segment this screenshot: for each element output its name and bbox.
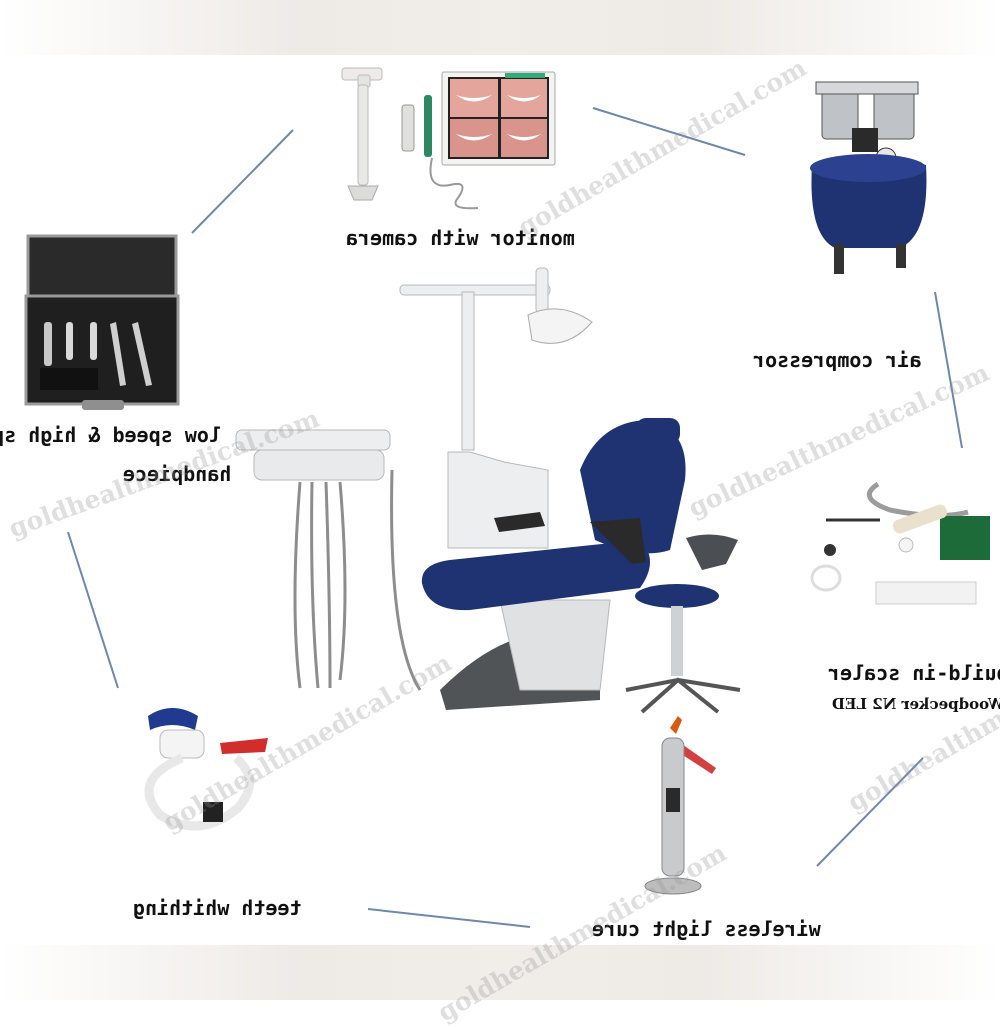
connector-line (934, 291, 963, 449)
air-compressor-label: air compressor (753, 348, 922, 372)
scaler-label-line2: Woodpecker N2 LED (832, 695, 1000, 713)
connector-line (67, 531, 119, 689)
teeth-whitening-product (144, 708, 268, 831)
scaler-kit-product (810, 481, 990, 605)
connector-line (367, 908, 531, 928)
handpiece-case-product (24, 234, 180, 410)
handpiece-label-line1: low speed & high speed (0, 423, 221, 447)
dental-chair-unit (235, 267, 741, 714)
monitor-with-camera-product (341, 67, 556, 210)
teeth-whitening-label: teeth whithing (133, 896, 302, 920)
air-compressor-product (810, 81, 927, 274)
connector-line (816, 757, 924, 867)
product-illustration (24, 67, 990, 928)
connector-line (191, 129, 294, 234)
light-cure-product (644, 716, 716, 895)
connector-line (592, 107, 746, 156)
scaler-label-line1: build-in scaler (828, 661, 1000, 685)
bottom-banner-fade (0, 945, 1000, 1000)
top-banner-fade (0, 0, 1000, 55)
connector-lines (67, 107, 963, 928)
